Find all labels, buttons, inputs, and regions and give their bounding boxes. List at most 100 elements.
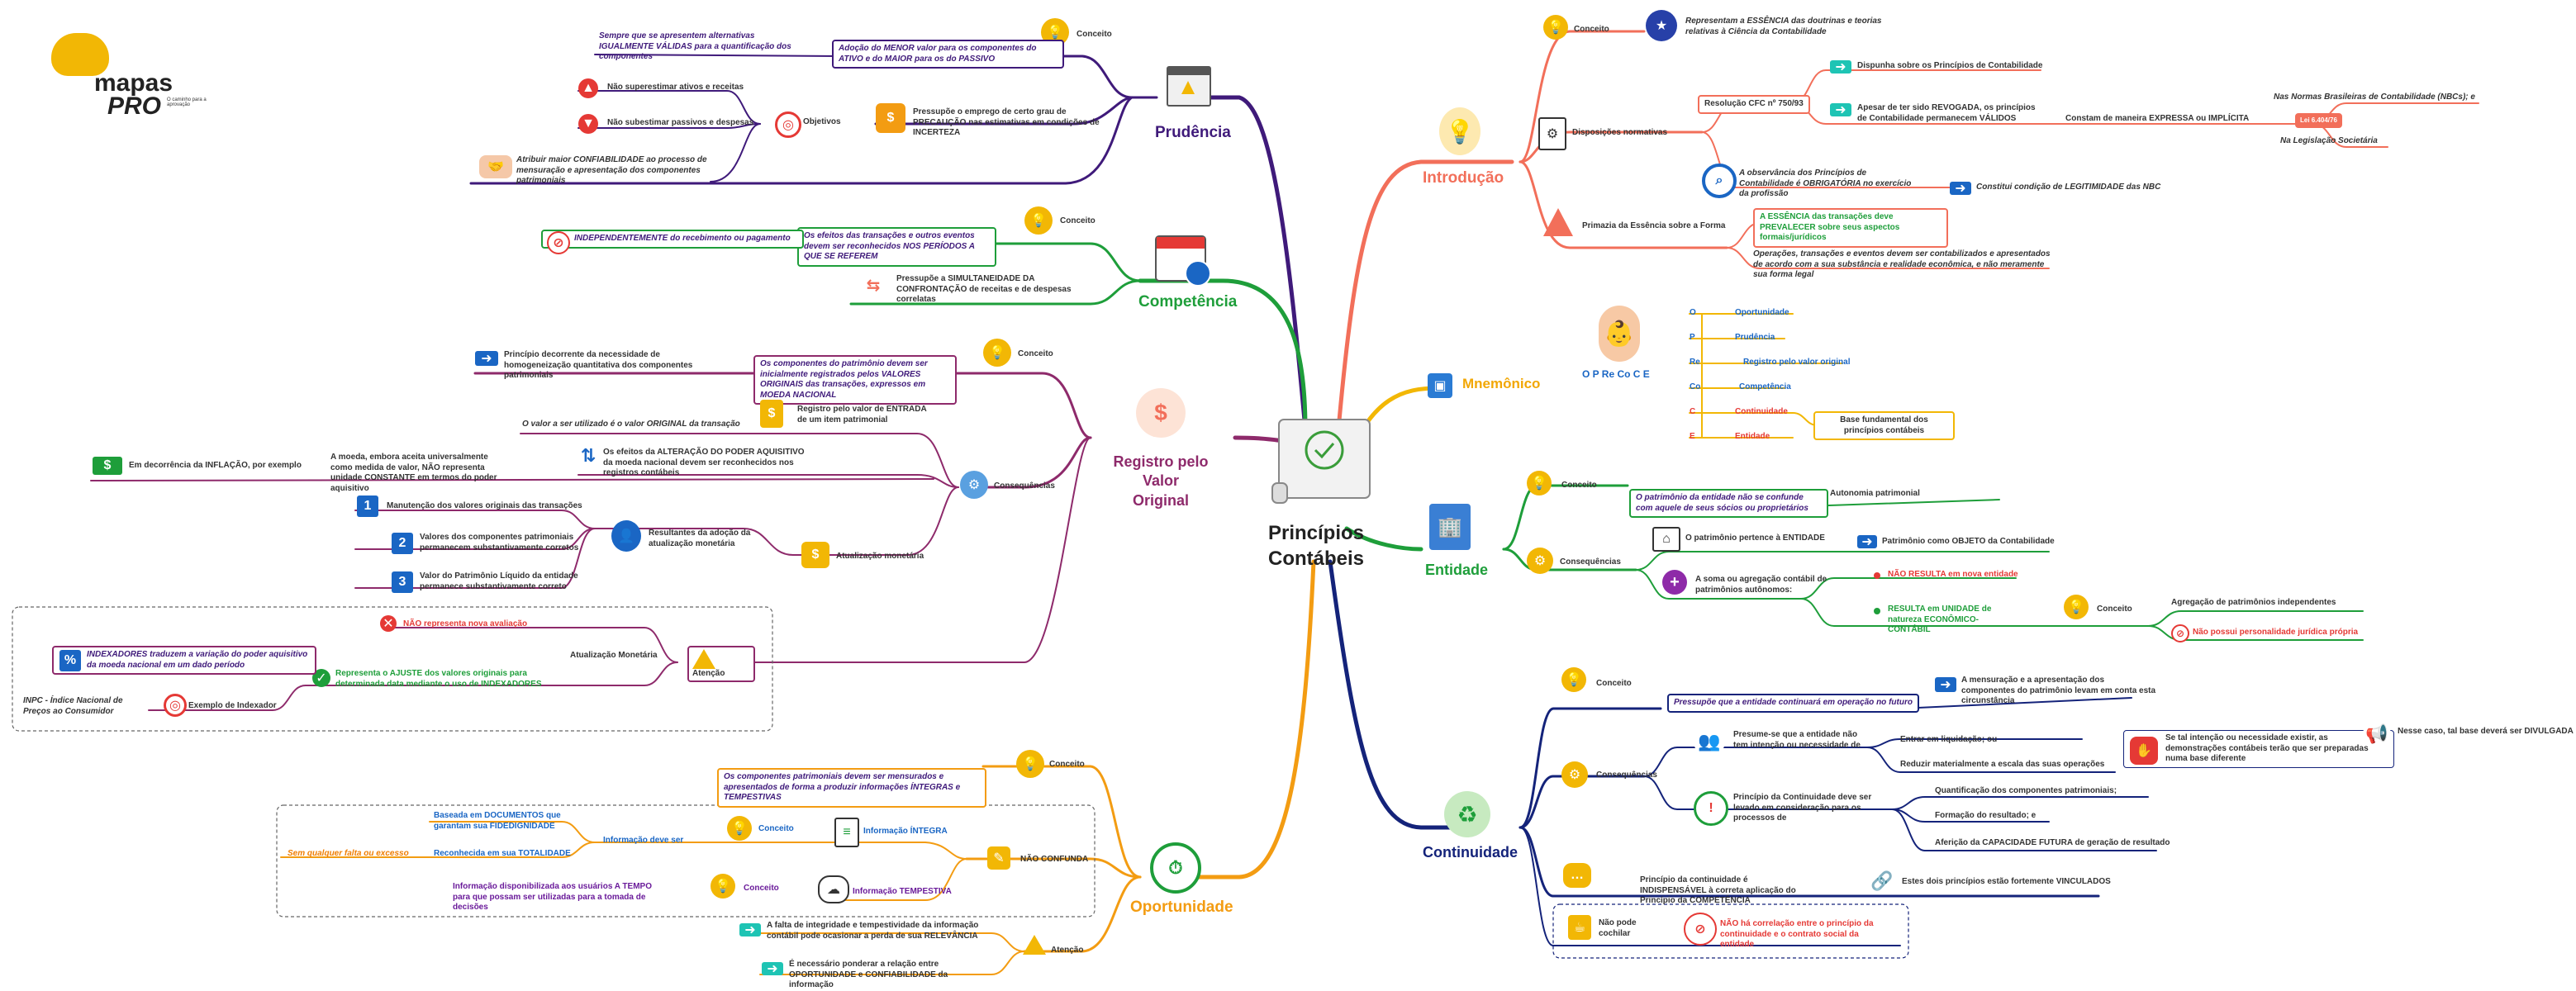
coffee-icon: ☕: [1568, 915, 1591, 940]
lightbulb-icon: 💡: [727, 816, 752, 841]
oportunidade-sem-falta: Sem qualquer falta ou excesso: [288, 849, 409, 858]
document-icon: ≡: [834, 818, 859, 847]
no-icon: ⊘: [2171, 624, 2189, 642]
registro-principio: Princípio decorrente da necessidade de h…: [504, 350, 693, 380]
competencia-indep-box: INDEPENDENTEMENTE do recebimento ou paga…: [541, 230, 804, 249]
brain-icon: [51, 33, 109, 76]
oportunidade-info-deve: Informação deve ser: [603, 836, 684, 845]
introducao-operacoes: Operações, transações e eventos devem se…: [1753, 249, 2051, 279]
registro-conceito-box: Os componentes do patrimônio devem ser i…: [753, 355, 957, 405]
continuidade-se-tal-text: Se tal intenção ou necessidade existir, …: [2165, 733, 2369, 763]
entidade-soma: A soma ou agregação contábil de patrimôn…: [1695, 575, 1827, 595]
mnemonico-letter-1: P: [1690, 333, 1695, 342]
lightbulb-icon: 💡: [1439, 107, 1480, 155]
oportunidade-atencao: Atenção: [1051, 946, 1084, 955]
entidade-resulta: RESULTA em UNIDADE de natureza ECONÔMICO…: [1888, 605, 1992, 634]
mnemonico-item-4: Continuidade: [1735, 407, 1788, 416]
logo-tag: O caminho para a aprovação: [167, 97, 207, 107]
mnemonico-letter-4: C: [1690, 407, 1696, 416]
registro-atencao-box: Atenção: [687, 646, 755, 682]
branch-prudencia: Prudência: [1155, 124, 1231, 141]
arrow-right-icon: ➜: [1950, 182, 1971, 196]
continuidade-reduzir: Reduzir materialmente a escala das suas …: [1900, 760, 2105, 769]
oportunidade-disponibilizada: Informação disponibilizada aos usuários …: [453, 882, 652, 912]
introducao-primazia: Primazia da Essência sobre a Forma: [1582, 221, 1726, 230]
people-icon: 👥: [1694, 727, 1725, 756]
arrow-right-icon: ➜: [1857, 535, 1877, 549]
prudencia-obj1: Não superestimar ativos e receitas: [607, 83, 744, 92]
branch-registro-line2: Original: [1132, 491, 1189, 509]
continuidade-nesse: Nesse caso, tal base deverá ser DIVULGAD…: [2398, 727, 2574, 736]
entidade-conceito-label: Conceito: [1561, 481, 1597, 490]
branch-oportunidade: Oportunidade: [1130, 899, 1233, 916]
registro-r3: Valor do Patrimônio Líquido da entidade …: [420, 571, 578, 591]
branch-competencia: Competência: [1138, 293, 1238, 311]
calendar-icon: [1155, 235, 1211, 287]
baby-icon: 👶: [1599, 306, 1640, 362]
introducao-apesar: Apesar de ter sido REVOGADA, os princípi…: [1857, 103, 2036, 123]
person-building-icon: ⌂: [1652, 527, 1680, 552]
mnemonico-letter-5: E: [1690, 432, 1695, 441]
prudencia-objetivos: Objetivos: [803, 117, 841, 126]
oportunidade-a2: É necessário ponderar a relação entre OP…: [789, 960, 948, 989]
bullet-green: [1874, 608, 1880, 614]
prudencia-obj3: Atribuir maior CONFIABILIDADE ao process…: [516, 155, 707, 185]
center-title: Princípios Contábeis: [1262, 520, 1370, 571]
coins-stack-icon: $: [801, 542, 829, 568]
building-icon: 🏢: [1429, 504, 1471, 550]
mnemonico-item-5: Entidade: [1735, 432, 1770, 441]
registro-exemplo: Exemplo de Indexador: [188, 701, 277, 710]
floppy-icon: ▣: [1428, 373, 1452, 398]
mnemonico-word: O P Re Co C E: [1582, 368, 1650, 380]
handshake-icon: 🤝: [479, 155, 512, 178]
competencia-pressupoe: Pressupõe a SIMULTANEIDADE DA CONFRONTAÇ…: [896, 274, 1072, 304]
registro-atualizacao: Atualização monetária: [836, 552, 924, 561]
target-icon: ◎: [775, 111, 801, 138]
number-2-badge: 2: [392, 533, 413, 554]
person-icon: 👤: [611, 520, 641, 552]
bullet-red: [1874, 572, 1880, 579]
entidade-nao-possui: Não possui personalidade jurídica própri…: [2193, 628, 2359, 637]
introducao-disposicoes: Disposições normativas: [1572, 128, 1668, 137]
registro-indexadores-text: INDEXADORES traduzem a variação do poder…: [87, 650, 308, 670]
coins-icon: $: [760, 400, 783, 428]
lightbulb-icon: 💡: [1016, 750, 1044, 778]
center-title-line1: Princípios: [1267, 522, 1365, 544]
continuidade-se-tal-box: Se tal intenção ou necessidade existir, …: [2123, 730, 2394, 768]
introducao-resolucao-box: Resolução CFC nº 750/93: [1698, 95, 1810, 114]
continuidade-entrar: Entrar em liquidação; ou: [1900, 735, 1998, 744]
continuidade-presume: Presume-se que a entidade não tem intenç…: [1733, 730, 1861, 750]
prudencia-conceito-note: Sempre que se apresentem alternativas IG…: [599, 31, 791, 61]
mnemonico-letter-3: Co: [1690, 382, 1701, 391]
warning-icon: [1023, 935, 1046, 955]
introducao-lei-box: Lei 6.404/76: [2295, 113, 2342, 128]
oportunidade-conceito2: Conceito: [758, 824, 794, 833]
center-title-line2: Contábeis: [1267, 548, 1364, 571]
arrows-icon: ⇆: [859, 273, 887, 297]
competencia-conceito-box: Os efeitos das transações e outros event…: [797, 227, 996, 267]
continuidade-conceito-label: Conceito: [1596, 679, 1632, 688]
magnifier-icon: ⌕: [1702, 164, 1737, 198]
oportunidade-baseada: Baseada em DOCUMENTOS que garantam sua F…: [434, 811, 561, 831]
introducao-conceito-label: Conceito: [1574, 25, 1609, 34]
link-icon: 🔗: [1869, 869, 1895, 894]
registro-resultantes: Resultantes da adoção da atualização mon…: [649, 529, 751, 548]
entidade-objeto: Patrimônio como OBJETO da Contabilidade: [1882, 537, 2055, 546]
lightbulb-icon: 💡: [983, 339, 1011, 367]
prudencia-conceito-box: Adoção do MENOR valor para os componente…: [832, 40, 1064, 69]
registro-inpc: INPC - Índice Nacional de Preços ao Cons…: [23, 696, 123, 716]
lightbulb-icon: 💡: [711, 874, 735, 899]
money-hand-icon: $: [1136, 388, 1186, 438]
introducao-dispunha: Dispunha sobre os Princípios de Contabil…: [1857, 61, 2043, 70]
branch-registro: Registro pelo Valor Original: [1095, 453, 1227, 510]
continuidade-principio: Princípio da Continuidade deve ser levad…: [1733, 793, 1872, 823]
mnemonico-item-2: Registro pelo valor original: [1743, 358, 1851, 367]
browser-window-icon: [1167, 66, 1211, 107]
registro-moeda: A moeda, embora aceita universalmente co…: [330, 453, 497, 493]
registro-nao-repr: NÃO representa nova avaliação: [403, 619, 528, 628]
registro-conceito-label: Conceito: [1018, 349, 1053, 358]
oportunidade-a1: A falta de integridade e tempestividade …: [767, 921, 979, 941]
branch-continuidade: Continuidade: [1423, 844, 1518, 861]
continuidade-nao-ha: NÃO há correlação entre o princípio da c…: [1720, 919, 1874, 949]
